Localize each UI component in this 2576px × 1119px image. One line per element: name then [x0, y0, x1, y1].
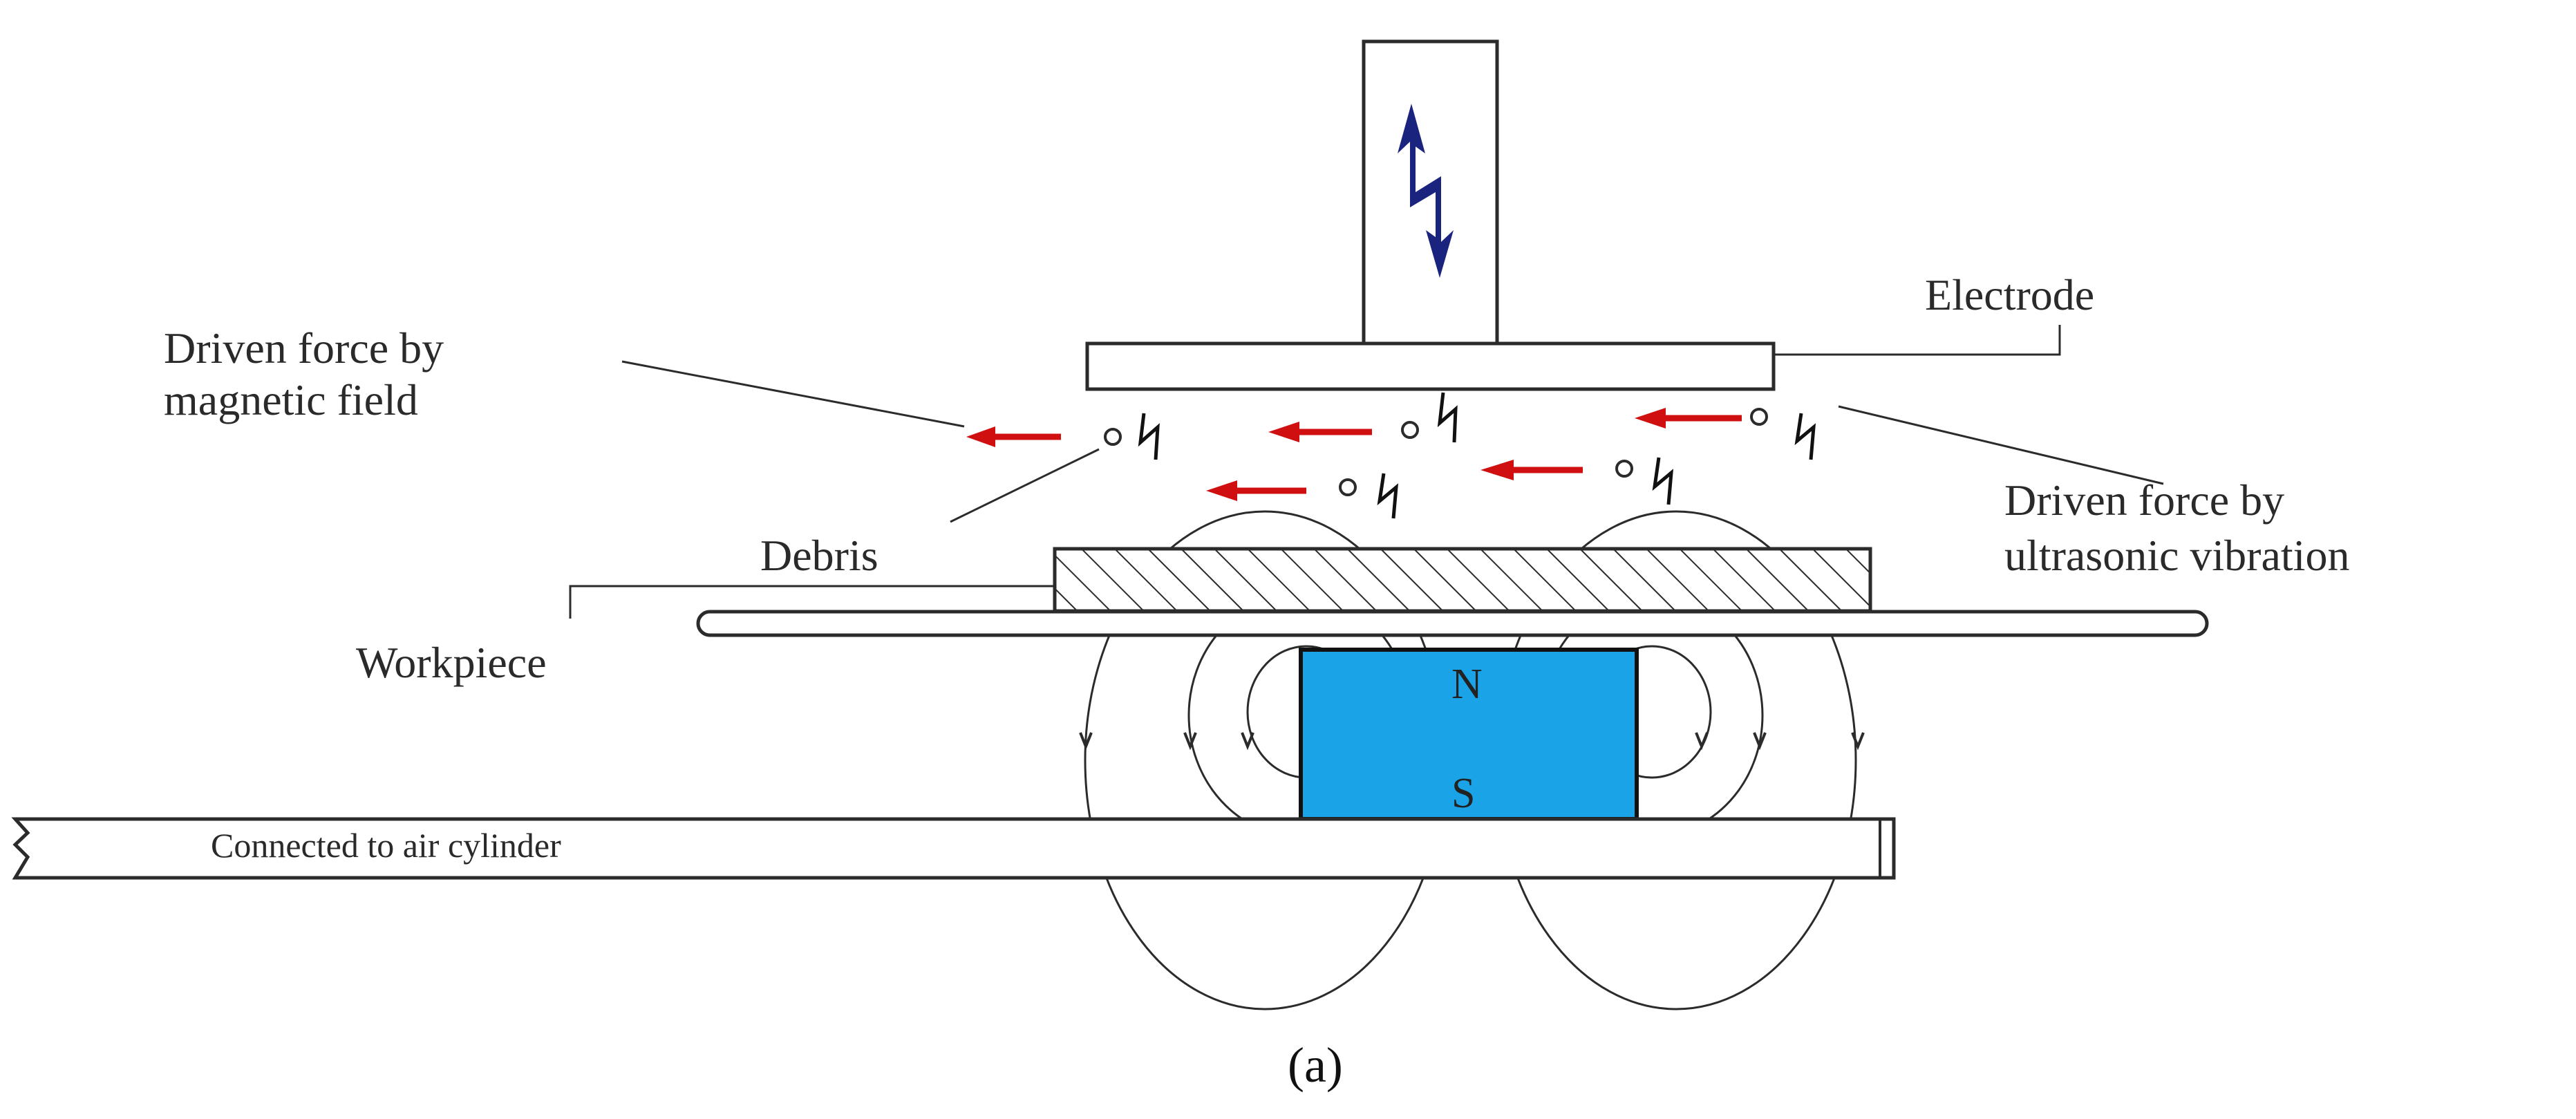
spark-icon — [1437, 392, 1458, 443]
electrode-plate — [1085, 341, 1776, 391]
force-arrow — [1480, 460, 1583, 480]
workpiece-leader-line — [569, 585, 1055, 619]
figure-caption: (a) — [1288, 1037, 1343, 1093]
debris-particle — [1401, 421, 1419, 439]
force-arrow — [1206, 480, 1306, 501]
debris-particle — [1104, 428, 1122, 446]
debris-particle — [1339, 478, 1357, 496]
force-arrow — [1635, 408, 1742, 429]
debris-label: Debris — [760, 531, 878, 580]
lightning-bolt-double-arrow-icon — [1398, 104, 1454, 278]
magnetic-force-leader-line — [621, 360, 965, 428]
support-bar — [11, 817, 1896, 880]
debris-particle — [1615, 460, 1633, 478]
force-arrow — [1268, 422, 1372, 442]
magnetic-force-label-line2: magnetic field — [164, 375, 418, 424]
debris-layer — [1053, 547, 1872, 613]
ultrasonic-force-label-line1: Driven force by — [2004, 476, 2284, 525]
magnetic-field-lines — [1079, 510, 1865, 1010]
south-pole-label: S — [1451, 770, 1475, 817]
workpiece-plate — [696, 610, 2209, 637]
ultrasonic-force-leader-line — [1838, 405, 2164, 485]
electrode-leader-line — [1774, 325, 2061, 356]
electrode-label: Electrode — [1925, 270, 2094, 319]
debris-leader-line — [950, 448, 1100, 523]
ultrasonic-force-label-line2: ultrasonic vibration — [2004, 531, 2349, 580]
magnetic-force-label-line1: Driven force by — [164, 323, 444, 373]
debris-particle — [1750, 408, 1768, 426]
workpiece-label: Workpiece — [356, 638, 547, 687]
debris-particles-group — [966, 392, 1816, 519]
spark-icon — [1652, 457, 1674, 505]
spark-icon — [1138, 413, 1160, 460]
spark-icon — [1794, 413, 1816, 460]
north-pole-label: N — [1451, 661, 1483, 708]
air-cylinder-label: Connected to air cylinder — [211, 826, 561, 865]
force-arrow — [966, 426, 1061, 447]
spark-icon — [1377, 473, 1399, 519]
